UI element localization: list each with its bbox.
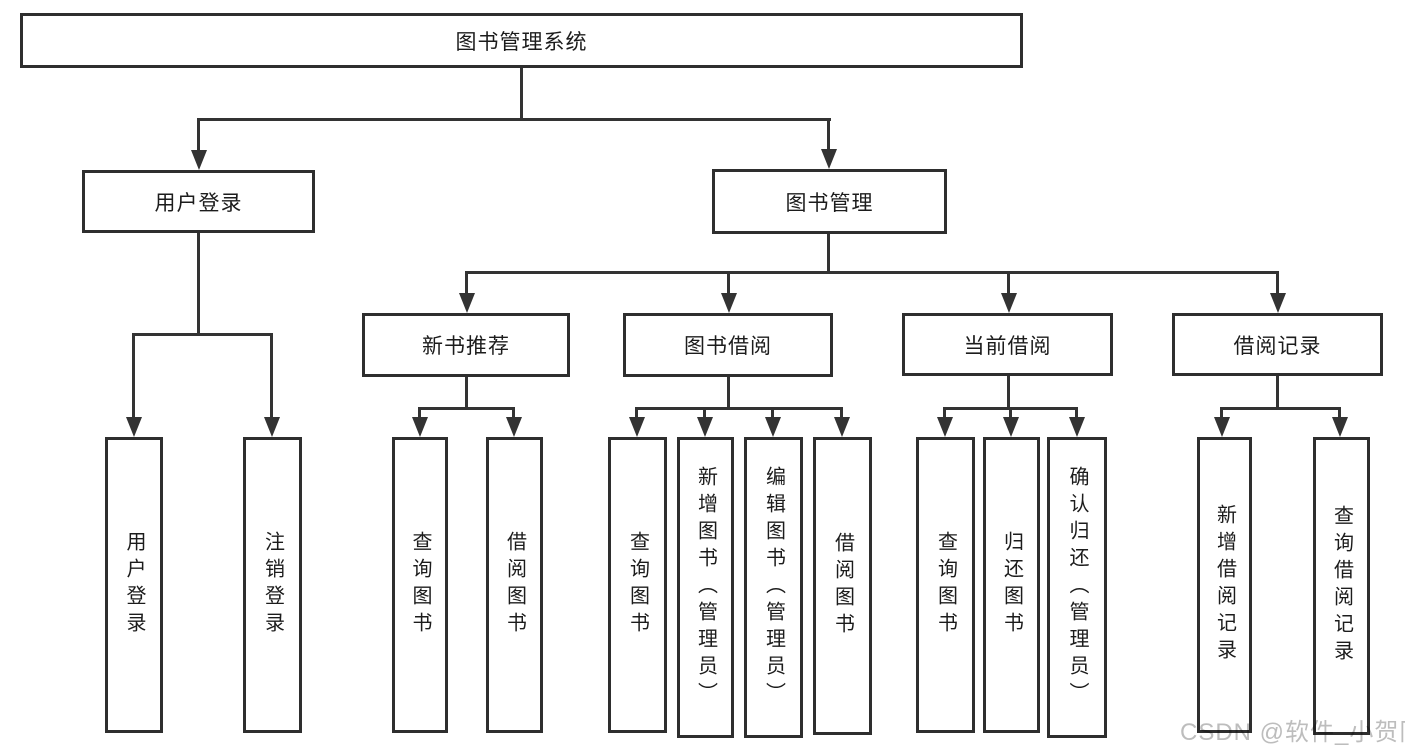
arrow-down-icon [821, 149, 837, 169]
node-label: 确认归还（管理员） [1066, 466, 1088, 709]
node-new-book-recommendation: 新书推荐 [362, 313, 570, 377]
node-borrowing-records: 借阅记录 [1172, 313, 1383, 376]
node-label: 查询借阅记录 [1330, 505, 1353, 667]
node-book-management: 图书管理 [712, 169, 947, 234]
leaf-edit-books-admin: 编辑图书（管理员） [744, 437, 803, 738]
connector-vline [1220, 407, 1223, 421]
leaf-add-borrow-record: 新增借阅记录 [1197, 437, 1252, 733]
connector-vline [1276, 376, 1279, 410]
leaf-query-books-recommend: 查询图书 [392, 437, 448, 733]
arrow-down-icon [1001, 293, 1017, 313]
leaf-query-books-current: 查询图书 [916, 437, 975, 733]
arrow-down-icon [264, 417, 280, 437]
connector-vline [635, 407, 638, 421]
node-label: 当前借阅 [963, 334, 1052, 358]
connector-vline [771, 407, 774, 421]
node-label: 编辑图书（管理员） [762, 466, 785, 709]
connector-vline [827, 234, 830, 274]
node-label: 查询图书 [409, 531, 431, 639]
connector-vline [827, 118, 830, 154]
connector-hline [635, 407, 842, 410]
connector-hline [418, 407, 515, 410]
connector-vline [1338, 407, 1341, 421]
connector-vline [270, 333, 273, 421]
node-current-borrowing: 当前借阅 [902, 313, 1113, 376]
leaf-borrow-books-recommend: 借阅图书 [486, 437, 543, 733]
leaf-borrow-books: 借阅图书 [813, 437, 872, 735]
connector-hline [465, 271, 1279, 274]
arrow-down-icon [1270, 293, 1286, 313]
leaf-return-books: 归还图书 [983, 437, 1040, 733]
node-label: 查询图书 [626, 531, 649, 639]
arrow-down-icon [459, 293, 475, 313]
node-book-borrowing: 图书借阅 [623, 313, 833, 377]
leaf-confirm-return-admin: 确认归还（管理员） [1047, 437, 1107, 738]
arrow-down-icon [126, 417, 142, 437]
watermark: CSDN @软件_小贺同学 [1180, 719, 1405, 746]
connector-vline [1276, 271, 1279, 297]
node-user-login: 用户登录 [82, 170, 315, 233]
arrow-down-icon [1069, 417, 1085, 437]
arrow-down-icon [697, 417, 713, 437]
connector-vline [418, 407, 421, 421]
connector-vline [512, 407, 515, 421]
arrow-down-icon [1214, 417, 1230, 437]
connector-vline [1009, 407, 1012, 421]
connector-vline [1007, 376, 1010, 410]
connector-vline [520, 68, 523, 120]
connector-vline [465, 271, 468, 297]
leaf-add-books-admin: 新增图书（管理员） [677, 437, 734, 738]
connector-vline [197, 233, 200, 336]
node-label: 借阅图书 [503, 531, 526, 639]
node-label: 新增图书（管理员） [694, 466, 717, 709]
connector-vline [1075, 407, 1078, 421]
arrow-down-icon [1332, 417, 1348, 437]
node-label: 用户登录 [154, 191, 243, 215]
arrow-down-icon [412, 417, 428, 437]
node-label: 图书管理系统 [455, 30, 588, 54]
leaf-query-books-borrow: 查询图书 [608, 437, 667, 733]
connector-vline [703, 407, 706, 421]
arrow-down-icon [191, 150, 207, 170]
node-label: 借阅记录 [1233, 334, 1322, 358]
node-book-management-system: 图书管理系统 [20, 13, 1023, 68]
arrow-down-icon [629, 417, 645, 437]
leaf-logout: 注销登录 [243, 437, 302, 733]
connector-vline [727, 271, 730, 297]
arrow-down-icon [765, 417, 781, 437]
leaf-user-login: 用户登录 [105, 437, 163, 733]
connector-hline [1220, 407, 1341, 410]
arrow-down-icon [1003, 417, 1019, 437]
leaf-query-borrow-record: 查询借阅记录 [1313, 437, 1370, 735]
connector-vline [943, 407, 946, 421]
connector-vline [197, 118, 200, 154]
connector-vline [1007, 271, 1010, 297]
connector-vline [727, 377, 730, 410]
node-label: 查询图书 [934, 531, 957, 639]
arrow-down-icon [506, 417, 522, 437]
node-label: 用户登录 [123, 531, 145, 639]
node-label: 归还图书 [1000, 531, 1023, 639]
connector-hline [197, 118, 831, 121]
connector-vline [132, 333, 135, 421]
node-label: 图书管理 [785, 191, 874, 215]
arrow-down-icon [937, 417, 953, 437]
connector-hline [132, 333, 273, 336]
arrow-down-icon [834, 417, 850, 437]
node-label: 新增借阅记录 [1213, 504, 1236, 666]
arrow-down-icon [721, 293, 737, 313]
node-label: 借阅图书 [831, 532, 854, 640]
connector-vline [840, 407, 843, 421]
node-label: 图书借阅 [684, 335, 772, 358]
node-label: 注销登录 [261, 531, 284, 639]
connector-vline [465, 377, 468, 410]
node-label: 新书推荐 [422, 335, 510, 358]
